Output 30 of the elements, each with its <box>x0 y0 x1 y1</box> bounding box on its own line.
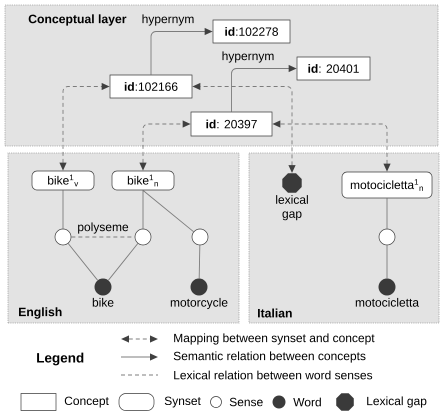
node-caption: lexical gap <box>276 195 308 220</box>
legend-title: Legend <box>37 352 84 366</box>
edge-label: hypernym <box>220 50 276 64</box>
concept-box: id: 20397 <box>190 112 272 136</box>
edge-label: polyseme <box>76 221 130 235</box>
edge-label: hypernym <box>140 13 196 27</box>
hollow-circle <box>192 228 208 246</box>
concept-box: id:102166 <box>110 74 192 98</box>
panel-title: Italian <box>258 308 292 318</box>
rounded-box: bike$^{1}$n <box>112 170 174 190</box>
node-caption: motocicletta <box>356 298 419 307</box>
hollow-circle <box>134 228 152 246</box>
legend-text: Semantic relation between concepts <box>174 351 366 363</box>
concept-box: id:102278 <box>212 20 290 44</box>
concept-box: id: 20401 <box>296 56 370 80</box>
legend-text: Synset <box>164 396 201 408</box>
legend-text: Mapping between synset and concept <box>174 333 375 345</box>
legend-text: Lexical relation between word senses <box>174 370 372 380</box>
panel-title: English <box>19 307 62 319</box>
node-caption: bike <box>92 298 114 307</box>
node-caption: motorcycle <box>170 298 228 310</box>
rounded-box: motocicletta$^{1}$n <box>342 172 432 198</box>
legend-text: Concept <box>64 396 109 408</box>
hollow-circle <box>378 228 396 246</box>
legend-text: Word <box>293 398 321 406</box>
panel-title: Conceptual layer <box>28 14 126 26</box>
hollow-circle <box>54 228 72 246</box>
legend-text: Sense <box>230 398 263 406</box>
legend-text: Lexical gap <box>367 396 426 408</box>
rounded-box: bike$^{1}$v <box>32 170 94 190</box>
